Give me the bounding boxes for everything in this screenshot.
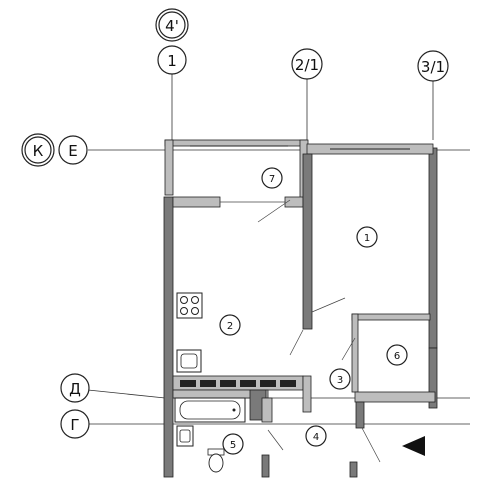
kitchen-sink-icon — [176, 349, 202, 373]
room-number-1: 1 — [364, 233, 370, 244]
vent-cell — [220, 380, 236, 387]
door-swing-entrance — [361, 427, 381, 463]
bathroom-sink-icon — [176, 425, 194, 447]
axis-label-e: Е — [68, 142, 77, 160]
room6-top-wall — [351, 313, 431, 321]
axis-bubble-g: Г — [60, 409, 90, 439]
axis-label-4prime: 4' — [165, 17, 179, 35]
axis-bubble-3-1: 3/1 — [417, 50, 449, 82]
corridor-stub — [355, 401, 365, 429]
triangle-left-icon — [402, 436, 425, 456]
room6-left-wall — [351, 313, 359, 393]
corridor-left-wall-stub — [302, 375, 312, 413]
bath-right-wall — [261, 397, 273, 423]
room-number-5: 5 — [230, 440, 236, 451]
balcony-left-wall — [164, 139, 174, 196]
axis-label-1: 1 — [167, 52, 177, 70]
door-swings — [257, 199, 381, 463]
room-number-4: 4 — [313, 432, 319, 443]
door-swing-room3 — [341, 337, 356, 361]
door-swing-bath — [267, 429, 284, 451]
vent-cell — [180, 380, 196, 387]
room-label-6: 6 — [386, 344, 408, 366]
outer-wall-right-lower — [428, 347, 438, 409]
ventilation-cells — [180, 380, 296, 387]
room-label-1: 1 — [356, 226, 378, 248]
toilet-icon — [207, 448, 225, 473]
axis-label-2-1: 2/1 — [295, 56, 319, 74]
room-label-5: 5 — [222, 433, 244, 455]
vent-cell — [200, 380, 216, 387]
walls — [163, 139, 438, 478]
room-number-7: 7 — [269, 174, 275, 185]
balcony-top-wall — [164, 139, 308, 147]
vent-cell — [260, 380, 276, 387]
room-label-7: 7 — [261, 167, 283, 189]
partition-2-1 — [302, 153, 313, 330]
balcony-inner-wall-left — [172, 196, 221, 208]
door-swing-room2 — [289, 329, 304, 356]
room-label-3: 3 — [329, 368, 351, 390]
axis-grid — [87, 74, 470, 425]
room-label-4: 4 — [305, 425, 327, 447]
axis-bubble-k: К — [21, 133, 55, 167]
corridor-right-wall — [354, 391, 436, 403]
bottom-wall-stub-left — [261, 454, 270, 478]
room-number-6: 6 — [394, 351, 400, 362]
room-number-2: 2 — [227, 321, 233, 332]
kitchen-stove-icon — [176, 292, 203, 319]
axis-label-g: Г — [70, 416, 79, 434]
axis-label-d: Д — [69, 380, 81, 398]
axis-bubble-e: Е — [58, 135, 88, 165]
vent-cell — [280, 380, 296, 387]
door-swing-room1 — [311, 297, 346, 313]
axis-bubble-d: Д — [60, 373, 90, 403]
door-swing-balcony — [257, 199, 291, 223]
axis-bubble-4prime: 4' — [155, 8, 189, 42]
axis-label-3-1: 3/1 — [421, 58, 445, 76]
room-label-2: 2 — [219, 314, 241, 336]
bathtub-icon — [174, 397, 246, 423]
room-number-3: 3 — [337, 375, 343, 386]
axis-bubble-1: 1 — [157, 45, 187, 75]
outer-wall-left — [163, 196, 174, 478]
axis-line-d — [87, 389, 166, 399]
vent-cell — [240, 380, 256, 387]
bottom-wall-stub-right — [349, 461, 358, 478]
axis-bubble-2-1: 2/1 — [291, 48, 323, 80]
axis-label-k: К — [33, 142, 44, 160]
